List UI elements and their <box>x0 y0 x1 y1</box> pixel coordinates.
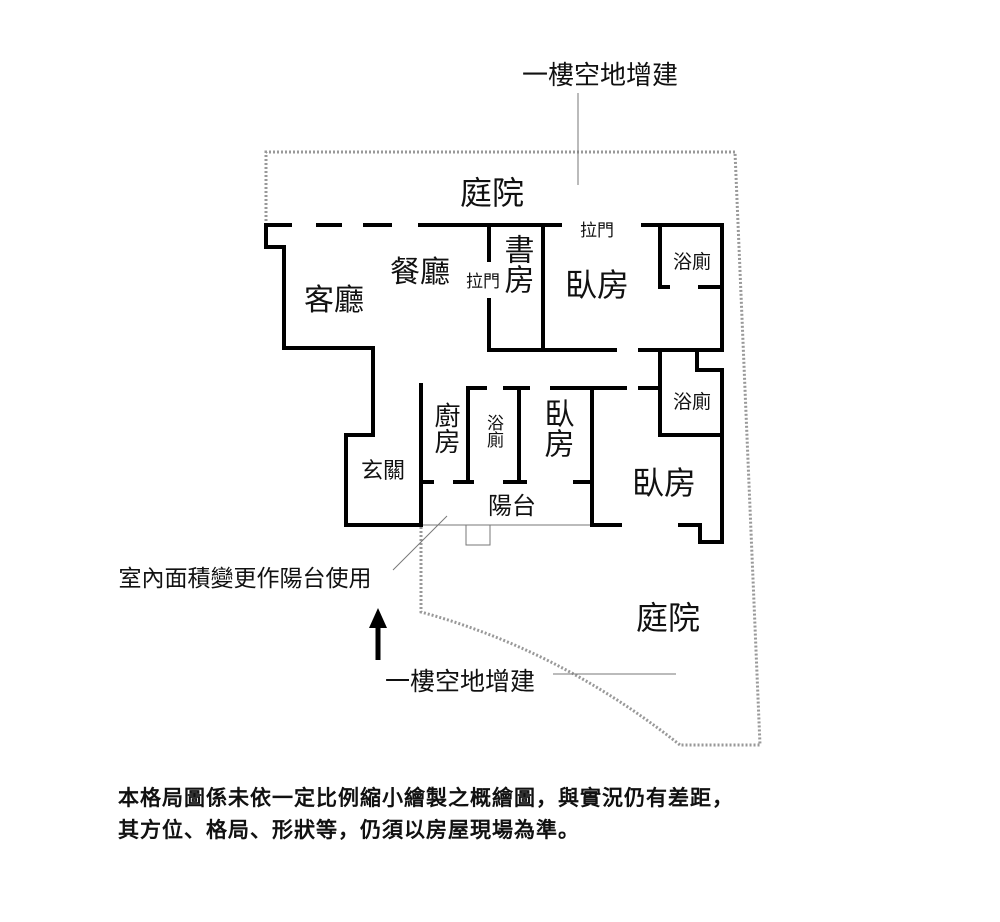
bottom-annex-label: 一樓空地增建 <box>385 667 535 696</box>
disclaimer-line-2: 其方位、格局、形狀等，仍須以房屋現場為準。 <box>118 817 580 842</box>
yard-top-label: 庭院 <box>460 174 524 212</box>
balcony-note-leader <box>392 515 448 571</box>
study-label: 書房 <box>499 234 535 294</box>
top-annex-label: 一樓空地增建 <box>522 61 678 91</box>
bedroom-3-label: 臥房 <box>632 464 696 502</box>
balcony-label: 陽台 <box>488 492 536 520</box>
yard-bottom-label: 庭院 <box>636 599 700 637</box>
kitchen-label: 廚房 <box>430 402 460 454</box>
bath-1-label: 浴廁 <box>673 250 711 273</box>
entrance-label: 玄關 <box>361 459 405 484</box>
balcony-note: 室內面積變更作陽台使用 <box>119 566 372 592</box>
interior-walls <box>419 223 724 527</box>
living-room-label: 客廳 <box>304 283 364 318</box>
arrow-up-icon <box>369 608 387 660</box>
yard-boundary <box>264 150 762 747</box>
sliding-door-label: 拉門 <box>580 221 614 241</box>
bath-2-label: 浴廁 <box>673 390 711 413</box>
bedroom-2-label: 臥房 <box>539 398 575 458</box>
disclaimer-line-1: 本格局圖係未依一定比例縮小繪製之概繪圖，與實況仍有差距， <box>118 785 734 810</box>
dining-label: 餐廳 <box>390 255 450 290</box>
master-bedroom-label: 臥房 <box>565 266 629 304</box>
sliding-door-label: 拉門 <box>466 272 500 292</box>
bath-3-label: 浴廁 <box>483 414 504 449</box>
